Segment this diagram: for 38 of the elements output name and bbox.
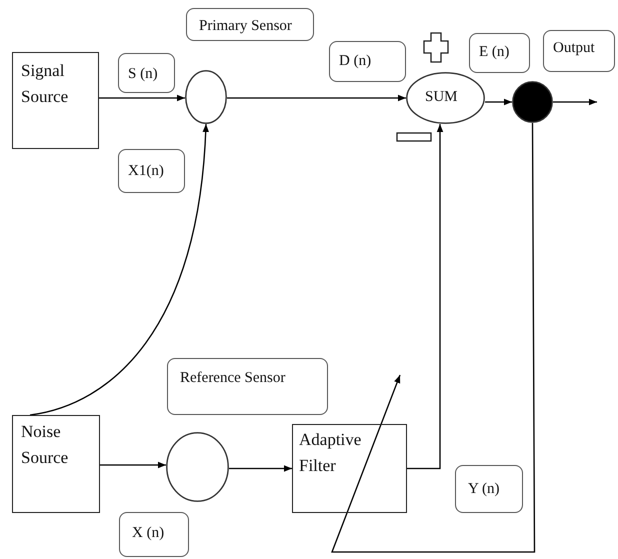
- label-box: [469, 33, 530, 73]
- node-label: Adaptive Filter: [299, 429, 362, 476]
- arrow: [30, 124, 209, 416]
- node-label: D (n): [339, 52, 372, 71]
- label-box: [186, 8, 314, 41]
- label-box: [543, 30, 615, 72]
- label-box: [119, 512, 189, 557]
- arrow: [485, 98, 512, 106]
- label-box: [455, 465, 523, 513]
- node-label: S (n): [128, 65, 158, 84]
- sensor-circle: [185, 70, 227, 124]
- arrow: [229, 465, 292, 472]
- node-label: Reference Sensor: [180, 369, 286, 388]
- label-box: [118, 53, 175, 93]
- arrow: [227, 94, 406, 102]
- sensor-circle: [166, 432, 229, 502]
- summing-ellipse: [406, 72, 485, 124]
- process-box: [12, 415, 100, 513]
- node-label: SUM: [425, 88, 458, 107]
- label-box: [167, 358, 328, 415]
- arrow: [331, 123, 536, 553]
- node-label: Y (n): [468, 480, 500, 499]
- arrow: [100, 462, 166, 468]
- arrow: [407, 124, 444, 470]
- node-label: Noise Source: [21, 421, 70, 468]
- node-label: E (n): [479, 43, 510, 62]
- arrow: [553, 98, 597, 106]
- process-box: [292, 424, 407, 513]
- arrow: [99, 94, 185, 102]
- node-label: Signal Source: [21, 60, 70, 108]
- label-box: [329, 41, 406, 82]
- process-box: [12, 52, 99, 149]
- node-label: Output: [553, 39, 595, 58]
- node-label: Primary Sensor: [199, 17, 292, 36]
- junction-dot: [512, 81, 553, 123]
- label-box: [118, 149, 185, 193]
- node-label: X (n): [132, 524, 164, 543]
- node-label: X1(n): [128, 162, 164, 181]
